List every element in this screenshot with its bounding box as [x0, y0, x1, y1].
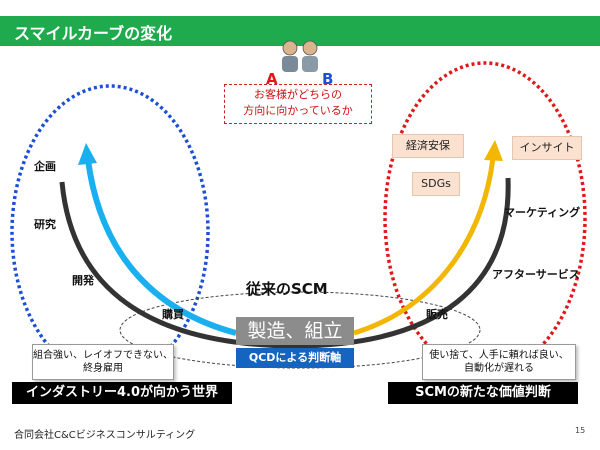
question-line1: お客様がどちらの [254, 88, 342, 101]
stage-development: 開発 [72, 274, 94, 287]
tag-sdgs: SDGs [412, 172, 460, 196]
stage-sales: 販売 [426, 308, 448, 321]
gold-arrowhead [484, 140, 503, 161]
blue-arrowhead [78, 143, 97, 165]
stage-planning: 企画 [34, 160, 56, 173]
blue-curve [85, 159, 237, 336]
stage-purchasing: 購買 [162, 308, 184, 321]
smile-curve [59, 177, 511, 349]
stage-research: 研究 [34, 218, 56, 231]
slide-title: スマイルカーブの変化 [14, 24, 173, 43]
qcd-badge: QCDによる判断軸 [236, 348, 354, 368]
left-banner: インダストリー4.0が向かう世界 [12, 382, 232, 404]
tag-economic-security: 経済安保 [392, 134, 464, 158]
left-note-line1: 組合強い、レイオフできない、 [33, 350, 173, 361]
page-number: 15 [575, 426, 586, 435]
label-a: A [266, 70, 278, 88]
left-note-line2: 終身雇用 [83, 363, 123, 374]
question-box: お客様がどちらの 方向に向かっているか [224, 84, 372, 124]
gold-curve [353, 157, 496, 336]
footer-company: 合同会社C&Cビジネスコンサルティング [14, 430, 196, 441]
manufacturing-box: 製造、組立 [236, 317, 354, 345]
right-dotted-oval [383, 61, 587, 375]
stage-marketing: マーケティング [504, 206, 581, 219]
left-note-box: 組合強い、レイオフできない、 終身雇用 [32, 344, 174, 380]
traditional-scm-label: 従来のSCM [246, 280, 328, 298]
title-bar: スマイルカーブの変化 [0, 16, 600, 46]
two-people-icon [282, 40, 318, 72]
label-b: B [322, 70, 334, 88]
right-note-box: 使い捨て、人手に頼れば良い、 自動化が遅れる [422, 344, 576, 380]
question-line2: 方向に向かっているか [243, 104, 353, 117]
stage-after-service: アフターサービス [492, 268, 580, 281]
right-note-line1: 使い捨て、人手に頼れば良い、 [429, 350, 569, 361]
right-note-line2: 自動化が遅れる [464, 363, 534, 374]
tag-insight: インサイト [512, 136, 582, 160]
base-ellipse [119, 291, 481, 369]
right-banner: SCMの新たな価値判断 [388, 382, 578, 404]
